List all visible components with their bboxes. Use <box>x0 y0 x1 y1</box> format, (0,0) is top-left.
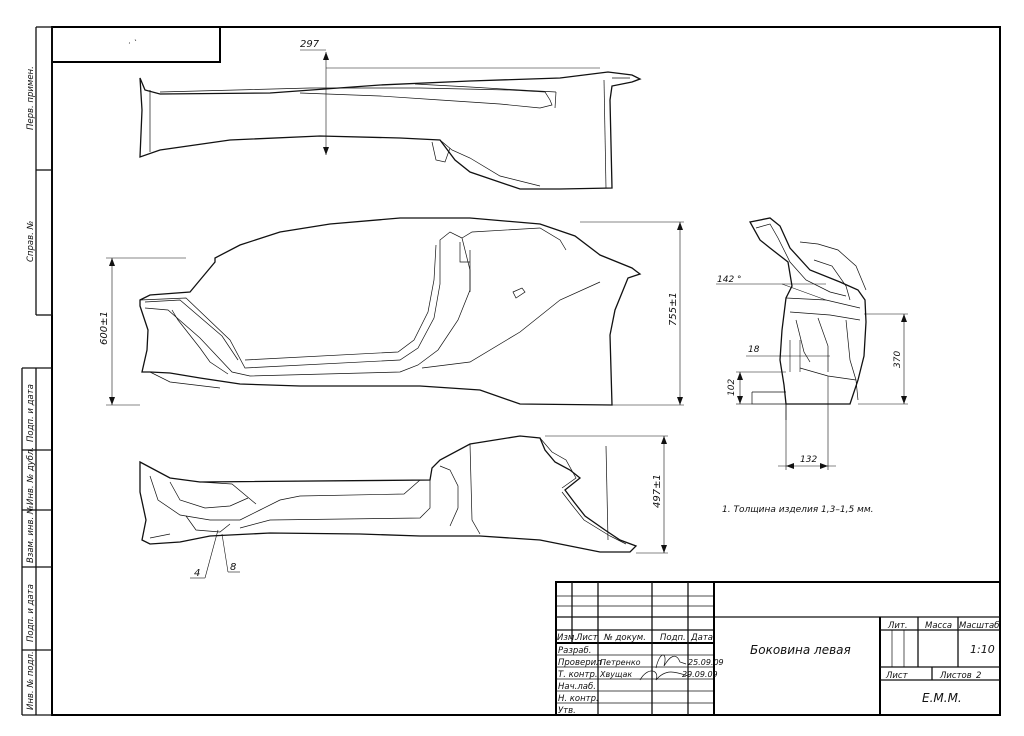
dim-497: 497±1 <box>652 474 663 508</box>
callout-4: 4 <box>194 568 200 579</box>
tb-org: Е.М.М. <box>922 691 962 705</box>
view-front: 600±1 755±1 <box>99 217 684 406</box>
tb-date-2: 29.09.09 <box>682 670 718 679</box>
note-thickness: 1. Толщина изделия 1,3–1,5 мм. <box>722 505 874 515</box>
signature-1 <box>655 654 687 669</box>
tb-row-utv: Утв. <box>558 706 576 716</box>
callout-4-leader <box>204 529 219 579</box>
callout-8-leader <box>221 533 229 573</box>
sheet-frame: · ` <box>51 26 1001 716</box>
tb-col-izm: Изм. <box>557 633 577 643</box>
tb-date-1: 25.09.09 <box>688 658 724 667</box>
tb-list-label: Лист <box>885 671 909 681</box>
tb-t-kontr-name: Хвущак <box>599 670 632 679</box>
dim-132: 132 <box>800 455 817 465</box>
signature-2 <box>639 670 689 681</box>
dim-600: 600±1 <box>99 311 110 345</box>
tb-hdr-lit: Лит. <box>887 621 908 631</box>
view-side: 142 ° 18 102 370 132 <box>716 217 908 470</box>
tb-row-n-kontr: Н. контр. <box>558 694 599 704</box>
stamp-inv-podl: Инв. № подл. <box>26 651 36 710</box>
stamp-podp-data-2: Подп. и дата <box>26 584 36 642</box>
tb-col-list: Лист <box>575 633 599 643</box>
dim-102: 102 <box>727 379 737 396</box>
tb-row-nach-lab: Нач.лаб. <box>558 682 596 692</box>
tb-col-dokum: № докум. <box>603 633 646 643</box>
tb-scale: 1:10 <box>970 643 995 656</box>
tb-title: Боковина левая <box>750 643 851 657</box>
frame-mark: · ` <box>128 38 137 48</box>
stamp-sprav: Справ. № <box>26 220 36 262</box>
tb-hdr-masshtab: Масштаб <box>959 621 999 631</box>
tb-proveril-name: Петренко <box>600 658 641 667</box>
stamp-vzam-inv: Взам. инв. № <box>26 505 36 563</box>
callout-8: 8 <box>230 562 236 573</box>
tb-col-podp: Подп. <box>660 633 686 643</box>
stamp-inv-dubl: Инв. № дубл. <box>26 447 36 505</box>
tb-hdr-massa: Масса <box>925 621 952 631</box>
stamp-perv-primen: Перв. примен. <box>26 66 36 130</box>
tb-listov-value: 2 <box>976 671 981 681</box>
tb-row-razrab: Разраб. <box>558 646 591 656</box>
dim-142: 142 ° <box>717 275 742 285</box>
tb-listov-label: Листов <box>939 671 972 681</box>
dim-370: 370 <box>893 351 903 368</box>
left-side-stamp: Перв. примен. Справ. № Подп. и дата Инв.… <box>21 26 53 716</box>
title-block: Изм. Лист № докум. Подп. Дата Разраб. Пр… <box>555 581 1000 716</box>
dim-297: 297 <box>300 39 320 50</box>
view-top: 297 <box>139 39 642 190</box>
tb-col-data: Дата <box>690 633 713 643</box>
dim-755: 755±1 <box>668 292 679 326</box>
stamp-podp-data-1: Подп. и дата <box>26 384 36 442</box>
dim-18: 18 <box>748 345 760 355</box>
view-bottom: 4 8 497±1 <box>139 435 668 579</box>
tb-row-t-kontr: Т. контр. <box>558 670 598 680</box>
tb-row-proveril: Проверил <box>558 658 602 668</box>
